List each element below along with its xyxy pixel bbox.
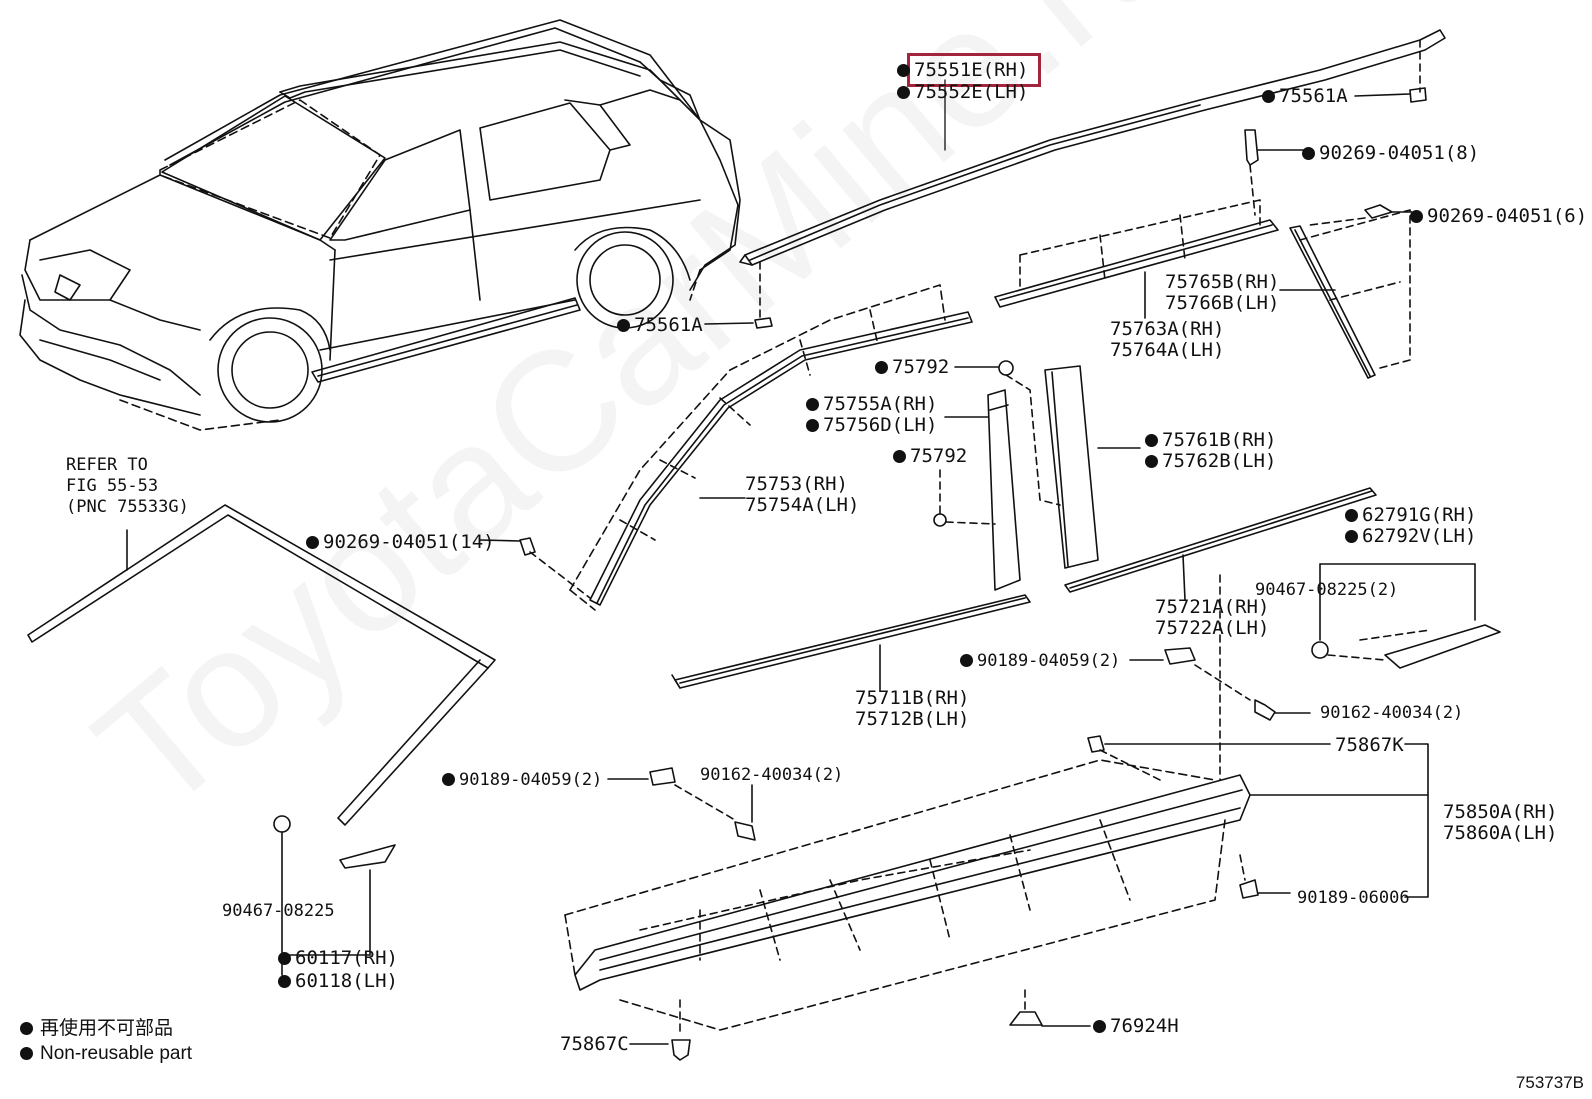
non-reusable-dot-icon <box>617 319 630 332</box>
non-reusable-dot-icon <box>1410 210 1423 223</box>
label-76924h[interactable]: 76924H <box>1093 1016 1179 1036</box>
non-reusable-dot-icon <box>806 419 819 432</box>
non-reusable-dot-icon <box>306 536 319 549</box>
label-90189-2-left[interactable]: 90189-04059(2) <box>442 770 602 790</box>
label-75561a-top[interactable]: 75561A <box>1262 86 1348 106</box>
door-frame-drawing <box>479 284 1141 611</box>
non-reusable-dot-icon <box>1302 147 1315 160</box>
label-90162-2-right[interactable]: 90162-40034(2) <box>1320 703 1464 723</box>
label-90467-08225[interactable]: 90467-08225 <box>222 901 335 921</box>
label-90189-2-right[interactable]: 90189-04059(2) <box>960 651 1120 671</box>
legend-japanese: 再使用不可部品 <box>20 1018 173 1040</box>
belt-moldings-drawing <box>671 487 1501 691</box>
non-reusable-dot-icon <box>960 654 973 667</box>
label-75762b[interactable]: 75762B(LH) <box>1145 451 1276 471</box>
label-90467-2[interactable]: 90467-08225(2) <box>1255 580 1399 600</box>
non-reusable-dot-icon <box>806 398 819 411</box>
non-reusable-dot-icon <box>1345 509 1358 522</box>
non-reusable-dot-icon <box>1345 530 1358 543</box>
vehicle-illustration <box>19 19 741 431</box>
label-75761b[interactable]: 75761B(RH) <box>1145 430 1276 450</box>
label-90162-2-left[interactable]: 90162-40034(2) <box>700 765 844 785</box>
figure-id: 753737B <box>1515 1073 1584 1092</box>
non-reusable-dot-icon <box>893 450 906 463</box>
non-reusable-dot-icon <box>20 1022 33 1035</box>
label-75764a[interactable]: 75764A(LH) <box>1110 339 1225 361</box>
non-reusable-dot-icon <box>442 773 455 786</box>
label-75850a[interactable]: 75850A(RH) <box>1443 801 1558 823</box>
label-75551e[interactable]: 75551E(RH) <box>897 60 1028 80</box>
label-90269-8[interactable]: 90269-04051(8) <box>1302 143 1479 163</box>
label-75867k[interactable]: 75867K <box>1335 734 1404 756</box>
label-75860a[interactable]: 75860A(LH) <box>1443 822 1558 844</box>
non-reusable-dot-icon <box>875 361 888 374</box>
non-reusable-dot-icon <box>1145 434 1158 447</box>
non-reusable-dot-icon <box>278 952 291 965</box>
non-reusable-dot-icon <box>897 86 910 99</box>
label-75712b[interactable]: 75712B(LH) <box>855 708 970 730</box>
label-75561a-mid[interactable]: 75561A <box>617 315 703 335</box>
non-reusable-dot-icon <box>278 975 291 988</box>
windshield-molding-drawing <box>27 504 496 976</box>
non-reusable-dot-icon <box>1262 90 1275 103</box>
rocker-panel-drawing <box>564 574 1429 1061</box>
upper-moldings-drawing <box>994 129 1413 379</box>
label-60118[interactable]: 60118(LH) <box>278 971 398 991</box>
non-reusable-dot-icon <box>1093 1020 1106 1033</box>
label-90269-6[interactable]: 90269-04051(6) <box>1410 206 1587 226</box>
non-reusable-dot-icon <box>897 64 910 77</box>
label-75721a[interactable]: 75721A(RH) <box>1155 596 1270 618</box>
label-75756d[interactable]: 75756D(LH) <box>806 415 937 435</box>
label-75765b[interactable]: 75765B(RH) <box>1165 271 1280 293</box>
label-90189-06006[interactable]: 90189-06006 <box>1297 888 1410 908</box>
roof-molding-drawing <box>704 29 1446 329</box>
label-75766b[interactable]: 75766B(LH) <box>1165 292 1280 314</box>
label-75754a[interactable]: 75754A(LH) <box>745 494 860 516</box>
non-reusable-dot-icon <box>20 1047 33 1060</box>
non-reusable-dot-icon <box>1145 455 1158 468</box>
label-75722a[interactable]: 75722A(LH) <box>1155 617 1270 639</box>
label-62792v[interactable]: 62792V(LH) <box>1345 526 1476 546</box>
label-75711b[interactable]: 75711B(RH) <box>855 687 970 709</box>
label-75867c[interactable]: 75867C <box>560 1033 629 1055</box>
label-75755a[interactable]: 75755A(RH) <box>806 394 937 414</box>
label-75792-b[interactable]: 75792 <box>893 446 967 466</box>
label-90269-14[interactable]: 90269-04051(14) <box>306 532 495 552</box>
label-75552e[interactable]: 75552E(LH) <box>897 82 1028 102</box>
label-60117[interactable]: 60117(RH) <box>278 948 398 968</box>
label-62791g[interactable]: 62791G(RH) <box>1345 505 1476 525</box>
label-75753[interactable]: 75753(RH) <box>745 473 848 495</box>
label-75792-a[interactable]: 75792 <box>875 357 949 377</box>
legend-english: Non-reusable part <box>20 1043 192 1065</box>
label-75763a[interactable]: 75763A(RH) <box>1110 318 1225 340</box>
